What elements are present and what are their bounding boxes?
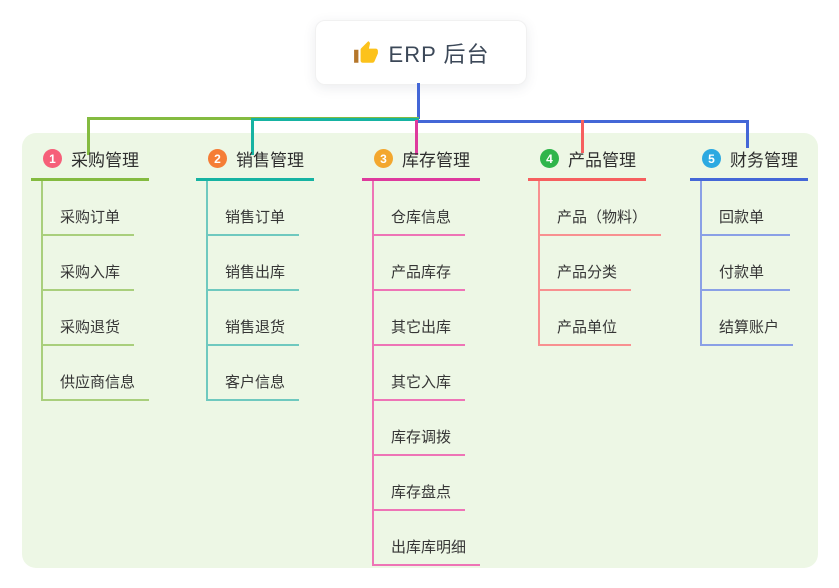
leaf-label: 出库库明细 bbox=[391, 539, 467, 556]
leaf-node[interactable]: 其它出库 bbox=[374, 291, 466, 346]
leaf-label: 采购退货 bbox=[60, 319, 121, 336]
leaf-label: 仓库信息 bbox=[391, 209, 452, 226]
leaf-node[interactable]: 客户信息 bbox=[208, 346, 300, 401]
branch-number-badge: 1 bbox=[43, 149, 62, 168]
branch-title-inventory[interactable]: 3 库存管理 bbox=[362, 146, 480, 181]
connector-drop-product bbox=[581, 120, 584, 153]
leaf-node[interactable]: 付款单 bbox=[702, 236, 790, 291]
leaf-node[interactable]: 供应商信息 bbox=[43, 346, 150, 401]
leaf-node[interactable]: 回款单 bbox=[702, 181, 790, 236]
leaf-label: 采购入库 bbox=[60, 264, 121, 281]
leaf-label: 销售出库 bbox=[225, 264, 286, 281]
leaf-label: 销售退货 bbox=[225, 319, 286, 336]
branch-label: 采购管理 bbox=[71, 151, 139, 170]
branch-children: 产品（物料） 产品分类产品单位 bbox=[538, 181, 662, 346]
branch-number-badge: 2 bbox=[208, 149, 227, 168]
connector-drop-finance bbox=[746, 120, 749, 148]
branch-number-badge: 4 bbox=[540, 149, 559, 168]
leaf-label: 产品单位 bbox=[557, 319, 618, 336]
branch-label: 销售管理 bbox=[236, 151, 304, 170]
leaf-node[interactable]: 采购订单 bbox=[43, 181, 135, 236]
connector-drop-sales bbox=[251, 118, 254, 155]
branch-title-finance[interactable]: 5 财务管理 bbox=[690, 146, 808, 181]
root-node-erp[interactable]: ERP 后台 bbox=[315, 20, 527, 85]
branch-title-sales[interactable]: 2 销售管理 bbox=[196, 146, 314, 181]
branch-title-product[interactable]: 4 产品管理 bbox=[528, 146, 646, 181]
branch-label: 库存管理 bbox=[402, 151, 470, 170]
leaf-node[interactable]: 采购退货 bbox=[43, 291, 135, 346]
leaf-label: 其它入库 bbox=[391, 374, 452, 391]
connector-drop-purchase bbox=[87, 117, 90, 155]
connector-drop-inventory bbox=[415, 120, 418, 155]
leaf-label: 库存调拨 bbox=[391, 429, 452, 446]
leaf-node[interactable]: 库存调拨 bbox=[374, 401, 466, 456]
leaf-label: 销售订单 bbox=[225, 209, 286, 226]
branch-title-purchase[interactable]: 1 采购管理 bbox=[31, 146, 149, 181]
branch-number-badge: 3 bbox=[374, 149, 393, 168]
leaf-label: 产品分类 bbox=[557, 264, 618, 281]
branch-finance: 5 财务管理 回款单付款单结算账户 bbox=[690, 146, 808, 346]
leaf-node[interactable]: 库存盘点 bbox=[374, 456, 466, 511]
branch-label: 产品管理 bbox=[568, 151, 636, 170]
leaf-node[interactable]: 销售订单 bbox=[208, 181, 300, 236]
leaf-node[interactable]: 仓库信息 bbox=[374, 181, 466, 236]
branch-product: 4 产品管理 产品（物料） 产品分类产品单位 bbox=[528, 146, 662, 346]
root-node-label: ERP 后台 bbox=[388, 41, 490, 67]
leaf-label: 回款单 bbox=[719, 209, 765, 226]
thumbs-up-icon bbox=[353, 40, 378, 63]
branch-purchase: 1 采购管理 采购订单采购入库采购退货供应商信息 bbox=[31, 146, 150, 401]
leaf-label: 结算账户 bbox=[719, 319, 780, 336]
leaf-node[interactable]: 产品（物料） bbox=[540, 181, 662, 236]
branch-children: 仓库信息产品库存其它出库其它入库库存调拨库存盘点出库库明细 bbox=[372, 181, 481, 566]
branch-sales: 2 销售管理 销售订单销售出库销售退货客户信息 bbox=[196, 146, 314, 401]
branch-number-badge: 5 bbox=[702, 149, 721, 168]
branch-inventory: 3 库存管理 仓库信息产品库存其它出库其它入库库存调拨库存盘点出库库明细 bbox=[362, 146, 481, 566]
leaf-label: 产品（物料） bbox=[557, 209, 648, 226]
leaf-node[interactable]: 销售出库 bbox=[208, 236, 300, 291]
leaf-label: 客户信息 bbox=[225, 374, 286, 391]
leaf-label: 产品库存 bbox=[391, 264, 452, 281]
leaf-node[interactable]: 产品单位 bbox=[540, 291, 632, 346]
leaf-node[interactable]: 结算账户 bbox=[702, 291, 794, 346]
connector-bus-teal bbox=[251, 118, 419, 121]
leaf-node[interactable]: 产品分类 bbox=[540, 236, 632, 291]
leaf-node[interactable]: 其它入库 bbox=[374, 346, 466, 401]
leaf-node[interactable]: 产品库存 bbox=[374, 236, 466, 291]
branch-children: 采购订单采购入库采购退货供应商信息 bbox=[41, 181, 150, 401]
leaf-label: 库存盘点 bbox=[391, 484, 452, 501]
leaf-label: 付款单 bbox=[719, 264, 765, 281]
leaf-node[interactable]: 采购入库 bbox=[43, 236, 135, 291]
leaf-label: 其它出库 bbox=[391, 319, 452, 336]
branch-children: 回款单付款单结算账户 bbox=[700, 181, 808, 346]
leaf-label: 采购订单 bbox=[60, 209, 121, 226]
branch-label: 财务管理 bbox=[730, 151, 798, 170]
branch-children: 销售订单销售出库销售退货客户信息 bbox=[206, 181, 314, 401]
leaf-label: 供应商信息 bbox=[60, 374, 136, 391]
leaf-node[interactable]: 销售退货 bbox=[208, 291, 300, 346]
leaf-node[interactable]: 出库库明细 bbox=[374, 511, 481, 566]
connector-root-vertical bbox=[417, 83, 420, 119]
branches-panel bbox=[22, 133, 818, 568]
